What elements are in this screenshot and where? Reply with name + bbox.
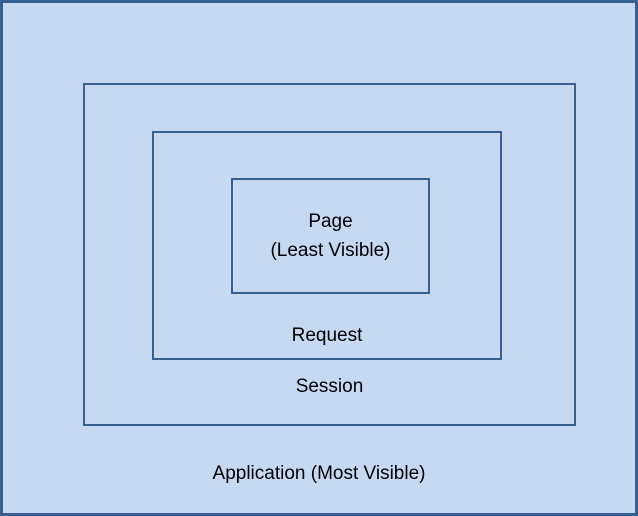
application-label: Application (Most Visible) — [212, 463, 426, 484]
page-label-line2: (Least Visible) — [270, 240, 391, 261]
session-box: Page (Least Visible) Request Session — [83, 83, 576, 426]
page-label-line1: Page — [308, 210, 353, 232]
page-box: Page (Least Visible) — [231, 178, 430, 294]
session-label: Session — [295, 376, 364, 397]
request-label: Request — [291, 325, 363, 346]
request-box: Page (Least Visible) Request — [152, 131, 502, 360]
